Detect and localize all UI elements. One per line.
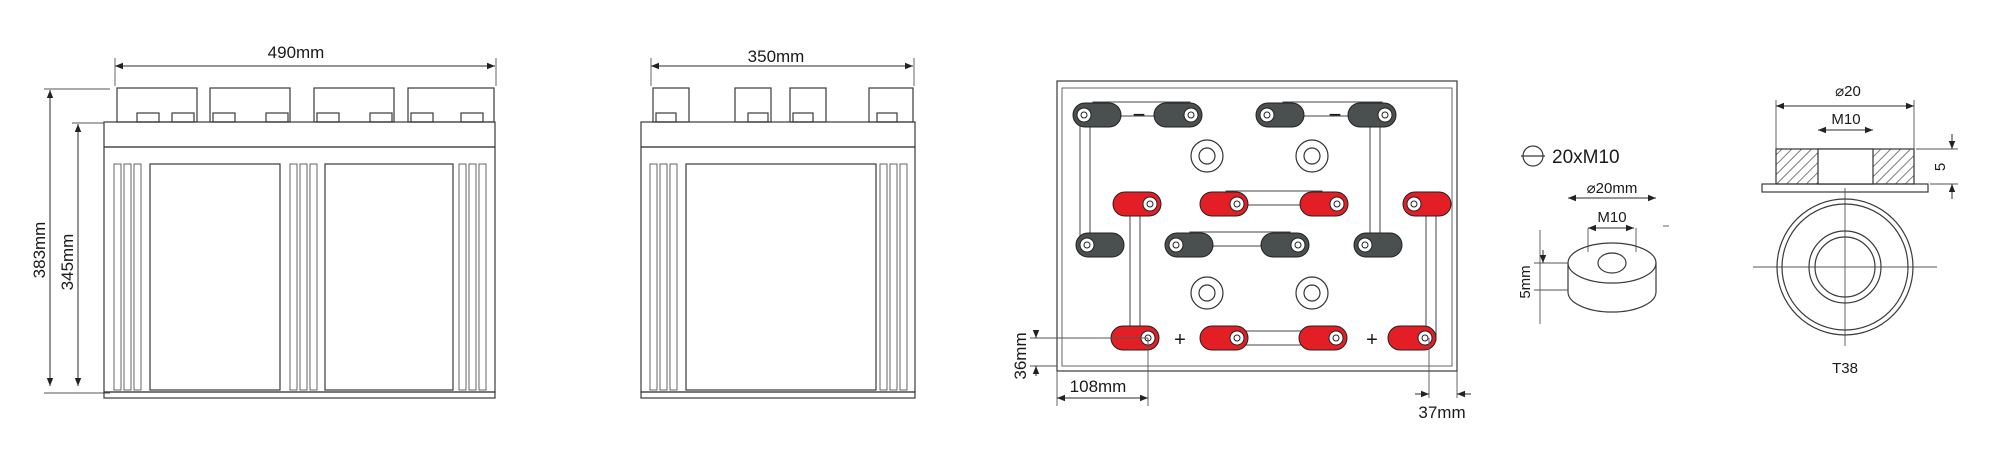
terminal-bolt-icon — [1259, 107, 1275, 123]
front-lid-blocks — [116, 87, 495, 123]
terminal-bolt-icon — [1079, 237, 1095, 253]
top-vent-caps — [1190, 139, 1329, 310]
front-ribs — [113, 163, 487, 391]
terminal-bolt-icon — [1183, 107, 1199, 123]
connection-strap — [1425, 204, 1437, 341]
terminal-detail: 20xM10 ⌀20mm M10 5mm — [1517, 145, 1669, 324]
terminal-bolt-icon — [1377, 107, 1393, 123]
terminal-spec-label: 20xM10 — [1552, 147, 1620, 168]
side-panel — [685, 163, 877, 391]
washer-top — [1567, 242, 1657, 284]
terminal-bolt-icon — [1229, 330, 1245, 346]
side-lid-blocks — [652, 87, 914, 123]
terminal-bolt-icon — [1290, 237, 1306, 253]
minus-sign-2: − — [1329, 102, 1342, 127]
terminal-bolt-icon — [1406, 196, 1422, 212]
pitch-label: 108mm — [1070, 377, 1127, 396]
side-view: 350mm — [640, 47, 916, 399]
t38-detail: ⌀20 M10 5 T38 — [1753, 83, 1958, 377]
t38-height-label: 5 — [1932, 163, 1949, 171]
t38-outer-ring-inner — [1781, 203, 1909, 331]
connection-strap — [1129, 204, 1141, 341]
side-cover — [640, 121, 916, 148]
top-connection-links — [1079, 101, 1437, 346]
terminal-bolt-icon — [1328, 330, 1344, 346]
terminal-bolt-icon — [1168, 237, 1184, 253]
connection-strap — [1369, 114, 1381, 240]
plus-sign-1: + — [1174, 329, 1186, 351]
front-panel-right — [324, 163, 454, 391]
terminal-bolt-icon — [1357, 237, 1373, 253]
t38-outer-ring — [1776, 198, 1914, 336]
t38-bore-ring — [1808, 230, 1882, 304]
side-case — [640, 146, 916, 393]
t38-bore — [1814, 236, 1876, 298]
t38-section-bore — [1817, 148, 1874, 185]
front-case — [103, 146, 496, 393]
terminal-bolt-icon — [1329, 196, 1345, 212]
top-view: − − + + 36mm 108mm 37mm — [1011, 80, 1471, 422]
plus-sign-2: + — [1366, 329, 1378, 351]
t38-thread-label: M10 — [1831, 111, 1860, 128]
top-inner-frame — [1061, 87, 1453, 367]
washer-body — [1567, 263, 1657, 313]
side-width-label: 350mm — [748, 47, 805, 66]
t38-outer-dia-label: ⌀20 — [1835, 83, 1861, 100]
front-cover — [103, 121, 496, 148]
side-base — [640, 391, 916, 399]
t38-name-label: T38 — [1832, 360, 1858, 377]
connection-strap — [1079, 114, 1091, 240]
terminal-bolt-icon — [1142, 196, 1158, 212]
terminal-height-label: 5mm — [1517, 265, 1534, 298]
side-offset-label: 37mm — [1418, 403, 1465, 422]
total-height-label: 383mm — [30, 222, 49, 279]
top-terminal-posts — [1072, 102, 1452, 351]
body-height-label: 345mm — [58, 234, 77, 291]
front-base — [103, 391, 496, 399]
terminal-bolt-icon — [1229, 196, 1245, 212]
side-ribs — [649, 163, 908, 391]
front-width-label: 490mm — [268, 43, 325, 62]
terminal-bolt-icon — [1417, 330, 1433, 346]
washer-hole — [1597, 252, 1627, 274]
terminal-bolt-icon — [1076, 107, 1092, 123]
minus-sign-1: − — [1133, 102, 1146, 127]
top-outer-frame — [1056, 80, 1458, 372]
terminal-outer-dia-label: ⌀20mm — [1587, 180, 1638, 197]
edge-offset-label: 36mm — [1011, 332, 1030, 379]
front-panel-left — [149, 163, 281, 391]
front-view: 490mm 383mm 345mm — [30, 43, 497, 399]
terminal-thread-label: M10 — [1597, 209, 1626, 226]
